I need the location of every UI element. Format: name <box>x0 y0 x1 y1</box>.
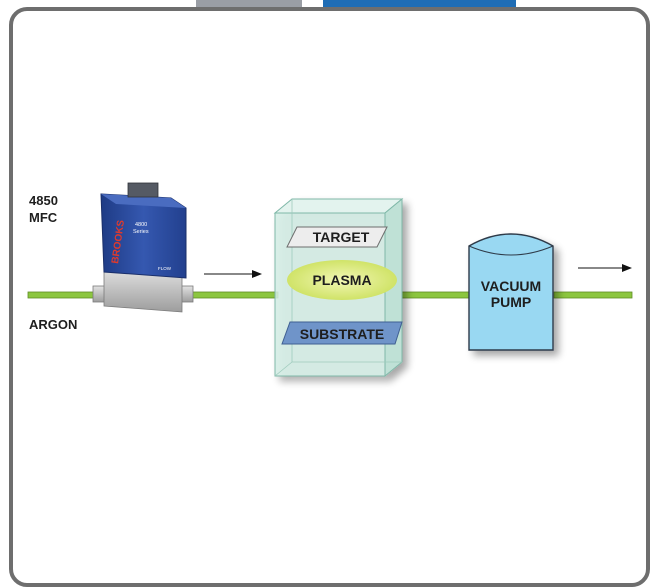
mfc-label-line1: 4850 <box>29 193 58 208</box>
mfc-series-number: 4800 <box>135 222 147 228</box>
target-label: TARGET <box>313 229 370 245</box>
top-tab-blue <box>323 0 516 7</box>
plasma-label: PLASMA <box>312 272 371 288</box>
mfc-label-line2: MFC <box>29 210 58 225</box>
target-plate: TARGET <box>286 226 388 248</box>
plasma-cloud: PLASMA <box>287 260 397 300</box>
sputtering-diagram: BROOKS 4800 Series FLOW 4850 MFC ARGON T… <box>27 182 633 378</box>
argon-label: ARGON <box>29 317 77 332</box>
mfc-device: BROOKS 4800 Series FLOW <box>92 182 194 313</box>
exhaust-pipe <box>553 291 633 299</box>
vacuum-pump <box>468 233 554 351</box>
substrate-plate: SUBSTRATE <box>281 321 403 345</box>
mfc-connector-icon <box>127 182 159 198</box>
substrate-label: SUBSTRATE <box>300 326 385 342</box>
chamber-to-pump-pipe <box>401 291 471 299</box>
top-tab-gray <box>196 0 302 7</box>
mfc-badge: FLOW <box>158 266 172 271</box>
flow-arrow-icon <box>578 264 632 272</box>
pump-label-line1: VACUUM <box>481 278 541 294</box>
pump-label-line2: PUMP <box>491 294 531 310</box>
mfc-series-label: Series <box>133 229 149 235</box>
flow-arrow-icon <box>204 270 262 278</box>
